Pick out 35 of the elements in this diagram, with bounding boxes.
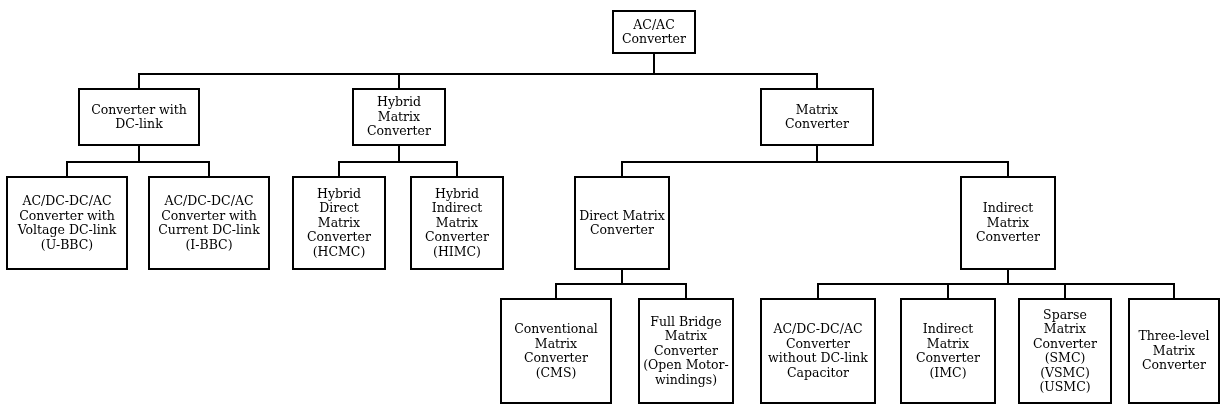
category-box bbox=[960, 176, 1056, 270]
box-label: Indirect Matrix Converter (IMC) bbox=[915, 322, 981, 380]
connector-line bbox=[816, 145, 1009, 177]
box-label: Converter with DC-link bbox=[90, 102, 188, 132]
box-label: Three-level Matrix Converter bbox=[1137, 329, 1211, 373]
box-label: AC/DC-DC/AC Converter with Voltage DC-link (U-BBC) bbox=[16, 194, 118, 252]
box-label: AC/AC Converter bbox=[621, 17, 687, 47]
connector-line bbox=[398, 145, 458, 177]
category-box bbox=[78, 88, 200, 146]
category-box bbox=[410, 176, 504, 270]
category-box bbox=[900, 298, 996, 404]
box-label: Direct Matrix Converter bbox=[579, 208, 665, 238]
box-label: Conventional Matrix Converter (CMS) bbox=[513, 322, 599, 380]
category-box bbox=[6, 176, 128, 270]
category-box bbox=[760, 88, 874, 146]
box-label: Hybrid Matrix Converter bbox=[366, 95, 432, 139]
category-box bbox=[352, 88, 446, 146]
box-label: Hybrid Direct Matrix Converter (HCMC) bbox=[306, 186, 372, 260]
category-box bbox=[760, 298, 876, 404]
category-box bbox=[500, 298, 612, 404]
box-label: Sparse Matrix Converter (SMC) (VSMC) (USMC) bbox=[1032, 307, 1098, 395]
category-box bbox=[1018, 298, 1112, 404]
box-label: AC/DC-DC/AC Converter with Current DC-link (I-BBC) bbox=[157, 194, 261, 252]
connector-line bbox=[138, 145, 210, 177]
category-box bbox=[574, 176, 670, 270]
category-box bbox=[1128, 298, 1220, 404]
box-label: Matrix Converter bbox=[784, 102, 850, 132]
box-label: Hybrid Indirect Matrix Converter (HIMC) bbox=[424, 186, 490, 260]
category-box bbox=[148, 176, 270, 270]
category-box bbox=[638, 298, 734, 404]
box-label: AC/DC-DC/AC Converter without DC-link Capacitor bbox=[767, 322, 869, 380]
category-box bbox=[612, 10, 696, 54]
box-label: Full Bridge Matrix Converter (Open Motor-windings) bbox=[643, 314, 729, 388]
category-box bbox=[292, 176, 386, 270]
box-label: Indirect Matrix Converter bbox=[975, 201, 1041, 245]
